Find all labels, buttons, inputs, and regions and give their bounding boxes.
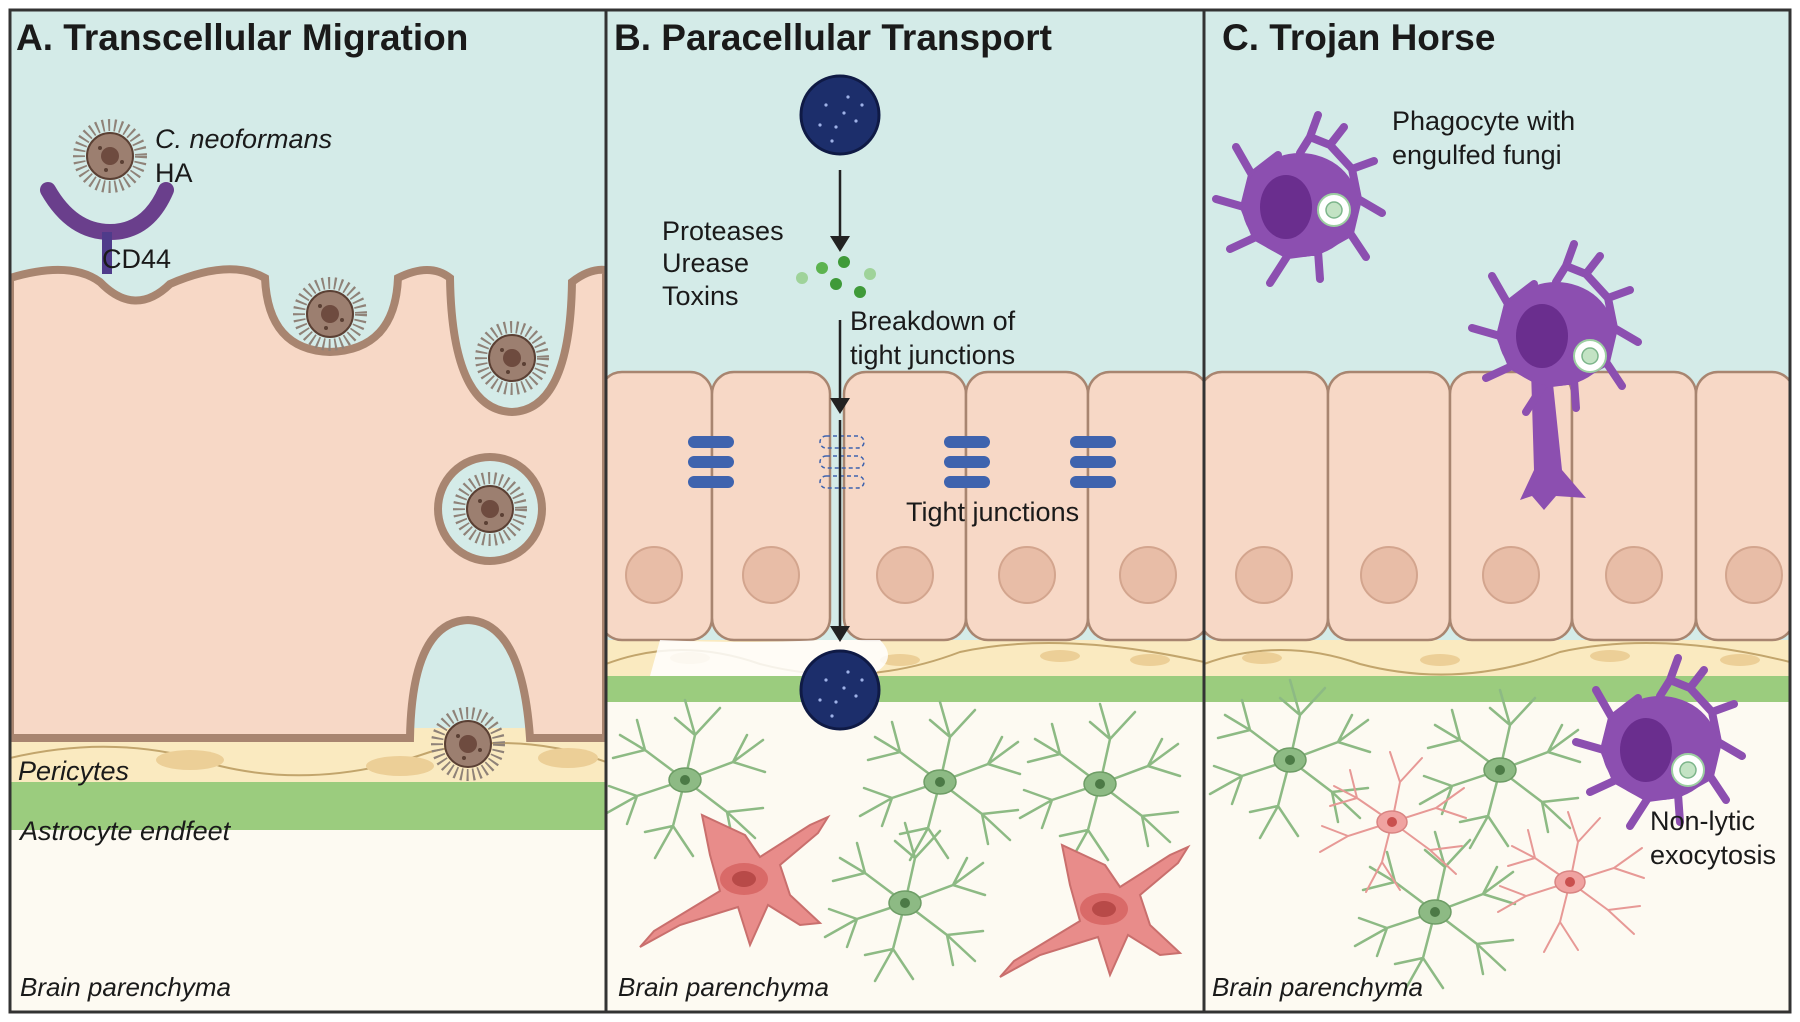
panel-a-graphic bbox=[10, 10, 606, 1012]
organism-label: C. neoformans bbox=[155, 124, 332, 154]
cd44-label: CD44 bbox=[102, 244, 171, 274]
phagocyte-label-line1: Phagocyte with bbox=[1392, 106, 1575, 136]
panel-b-graphic bbox=[606, 10, 1204, 1012]
ha-label: HA bbox=[155, 158, 193, 188]
brain-parenchyma-label-c: Brain parenchyma bbox=[1212, 972, 1423, 1002]
panel-c-graphic bbox=[1204, 10, 1790, 1012]
panel-c-title: C. Trojan Horse bbox=[1222, 17, 1495, 58]
panel-a-title: A. Transcellular Migration bbox=[16, 17, 468, 58]
panel-b-title: B. Paracellular Transport bbox=[614, 17, 1052, 58]
toxins-label: Toxins bbox=[662, 281, 739, 311]
phagocyte-label-line2: engulfed fungi bbox=[1392, 140, 1562, 170]
exocytosis-label-line1: Non-lytic bbox=[1650, 806, 1755, 836]
astrocyte-endfeet-label: Astrocyte endfeet bbox=[18, 816, 232, 846]
breakdown-label-line2: tight junctions bbox=[850, 340, 1015, 370]
breakdown-label-line1: Breakdown of bbox=[850, 306, 1016, 336]
exocytosis-label-line2: exocytosis bbox=[1650, 840, 1776, 870]
pericytes-label: Pericytes bbox=[18, 756, 129, 786]
brain-parenchyma-label-b: Brain parenchyma bbox=[618, 972, 829, 1002]
proteases-label: Proteases bbox=[662, 216, 784, 246]
brain-parenchyma-label-a: Brain parenchyma bbox=[20, 972, 231, 1002]
tight-junctions-label: Tight junctions bbox=[906, 497, 1079, 527]
urease-label: Urease bbox=[662, 248, 749, 278]
